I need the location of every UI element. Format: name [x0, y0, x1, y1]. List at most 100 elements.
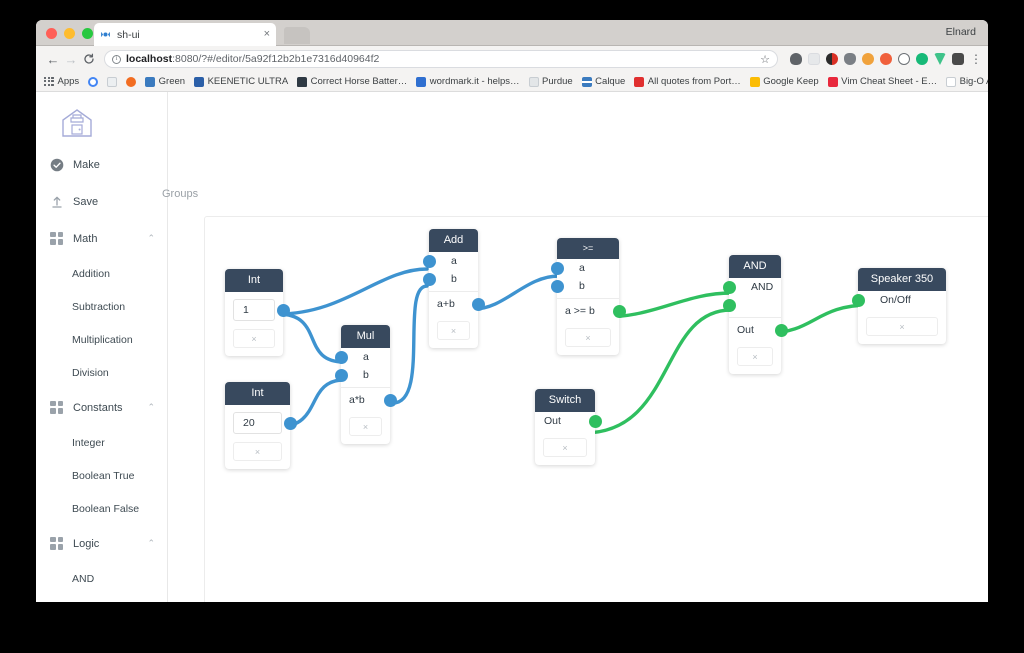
shield-extension-icon[interactable] [844, 53, 856, 65]
new-tab-button[interactable] [284, 27, 310, 44]
bookmark-wordmark[interactable]: wordmark.it - helps… [416, 76, 520, 87]
address-bar[interactable]: localhost:8080/?#/editor/5a92f12b2b1e731… [104, 50, 778, 68]
input-port-a[interactable]: a [550, 259, 619, 277]
maximize-window-button[interactable] [82, 28, 93, 39]
sidebar-group-constants[interactable]: Constants ⌃ [36, 389, 167, 426]
delete-node-button[interactable]: × [233, 329, 275, 348]
node-and[interactable]: AND AND Out [722, 255, 788, 374]
node-int-20[interactable]: Int 20 × [225, 382, 297, 469]
output-pin[interactable] [471, 297, 485, 311]
delete-node-button[interactable]: × [349, 417, 382, 436]
input-pin[interactable] [722, 298, 736, 312]
bookmark-big-o[interactable]: Big-O Algorithm Co… [946, 76, 988, 87]
close-tab-icon[interactable]: × [263, 28, 270, 40]
input-pin[interactable] [422, 272, 436, 286]
ghostery-extension-icon[interactable] [826, 53, 838, 65]
info-extension-icon[interactable] [898, 53, 910, 65]
input-port-a[interactable]: a [422, 252, 478, 270]
node-gte[interactable]: >= a b a >= b [550, 238, 626, 355]
node-int-1[interactable]: Int 1 × [225, 269, 290, 356]
sidebar-group-math[interactable]: Math ⌃ [36, 220, 167, 257]
sidebar-item-multiplication[interactable]: Multiplication [36, 323, 167, 356]
ex-extension-icon[interactable] [808, 53, 820, 65]
sidebar-item-subtraction[interactable]: Subtraction [36, 290, 167, 323]
output-pin[interactable] [283, 417, 297, 430]
output-pin[interactable] [383, 393, 397, 407]
site-info-icon[interactable] [112, 54, 121, 64]
logo-row[interactable] [36, 100, 167, 146]
delete-node-button[interactable]: × [866, 317, 938, 336]
sidebar-item-save[interactable]: Save [36, 183, 167, 220]
node-editor-canvas[interactable]: Int 1 × Int 20 [204, 216, 988, 602]
sidebar-item-and[interactable]: AND [36, 562, 167, 595]
bookmark-google-keep[interactable]: Google Keep [749, 76, 819, 87]
node-add[interactable]: Add a b a+b [422, 229, 485, 348]
browser-menu-icon[interactable]: ⋮ [970, 52, 982, 66]
output-pin[interactable] [276, 304, 290, 317]
chevron-up-icon[interactable]: ⌃ [147, 402, 155, 412]
back-icon[interactable]: ← [46, 51, 60, 67]
sidebar-item-boolean-false[interactable]: Boolean False [36, 492, 167, 525]
delete-node-button[interactable]: × [737, 347, 773, 366]
input-pin[interactable] [334, 368, 348, 382]
bookmark-star-icon[interactable]: ☆ [760, 53, 770, 66]
bookmark-gear[interactable] [126, 76, 137, 87]
input-pin[interactable] [851, 293, 865, 307]
node-switch[interactable]: Switch Out × [535, 389, 602, 465]
input-port-and[interactable]: AND [722, 278, 781, 296]
input-port-second[interactable] [722, 296, 781, 314]
chevron-up-icon[interactable]: ⌃ [147, 233, 155, 243]
chevron-up-icon[interactable]: ⌃ [147, 538, 155, 548]
int-value-input[interactable]: 20 [233, 412, 282, 434]
input-port-a[interactable]: a [334, 348, 390, 366]
sidebar-item-division[interactable]: Division [36, 356, 167, 389]
output-pin[interactable] [588, 414, 602, 428]
bookmark-keenetic[interactable]: KEENETIC ULTRA [194, 76, 288, 87]
green-g-extension-icon[interactable] [916, 53, 928, 65]
forward-icon[interactable]: → [64, 51, 78, 67]
input-port-b[interactable]: b [334, 366, 390, 384]
bookmark-green[interactable]: Green [145, 76, 185, 87]
node-mul[interactable]: Mul a b a*b [334, 325, 397, 444]
sidebar-item-integer[interactable]: Integer [36, 426, 167, 459]
output-port-sum[interactable]: a+b [429, 295, 485, 313]
close-window-button[interactable] [46, 28, 57, 39]
bookmark-purdue[interactable]: Purdue [528, 76, 573, 87]
input-port-b[interactable]: b [550, 277, 619, 295]
bookmark-apps[interactable]: Apps [44, 76, 79, 87]
output-port-product[interactable]: a*b [341, 391, 397, 409]
output-port-compare[interactable]: a >= b [557, 302, 626, 320]
bookmark-google[interactable] [88, 76, 99, 87]
input-port-onoff[interactable]: On/Off [851, 291, 946, 309]
input-pin[interactable] [550, 261, 564, 275]
bookmark-correct-horse[interactable]: Correct Horse Batter… [297, 76, 407, 87]
input-pin[interactable] [422, 254, 436, 268]
pumpkin-extension-icon[interactable] [862, 53, 874, 65]
delete-node-button[interactable]: × [437, 321, 470, 340]
bookmark-vim[interactable]: Vim Cheat Sheet - E… [827, 76, 937, 87]
bookmark-youtube[interactable]: All quotes from Port… [634, 76, 741, 87]
minimize-window-button[interactable] [64, 28, 75, 39]
browser-tab[interactable]: sh-ui × [94, 23, 276, 46]
orange-x-extension-icon[interactable] [880, 53, 892, 65]
output-pin[interactable] [774, 323, 788, 337]
sidebar-item-boolean-true[interactable]: Boolean True [36, 459, 167, 492]
output-pin[interactable] [612, 304, 626, 318]
v-extension-icon[interactable] [934, 53, 946, 65]
raccoon-extension-icon[interactable] [952, 53, 964, 65]
bookmark-calque[interactable]: Calque [581, 76, 625, 87]
delete-node-button[interactable]: × [233, 442, 282, 461]
sidebar-item-addition[interactable]: Addition [36, 257, 167, 290]
input-port-b[interactable]: b [422, 270, 478, 288]
pocket-extension-icon[interactable] [790, 53, 802, 65]
output-port-out[interactable]: Out [729, 321, 788, 339]
sidebar-item-make[interactable]: Make [36, 146, 167, 183]
input-pin[interactable] [722, 280, 736, 294]
bookmark-search[interactable] [107, 76, 118, 87]
sidebar-group-logic[interactable]: Logic ⌃ [36, 525, 167, 562]
profile-name[interactable]: Elnard [945, 26, 976, 38]
input-pin[interactable] [334, 350, 348, 364]
input-pin[interactable] [550, 279, 564, 293]
sidebar-item-or[interactable]: OR [36, 595, 167, 602]
reload-icon[interactable] [80, 52, 98, 67]
